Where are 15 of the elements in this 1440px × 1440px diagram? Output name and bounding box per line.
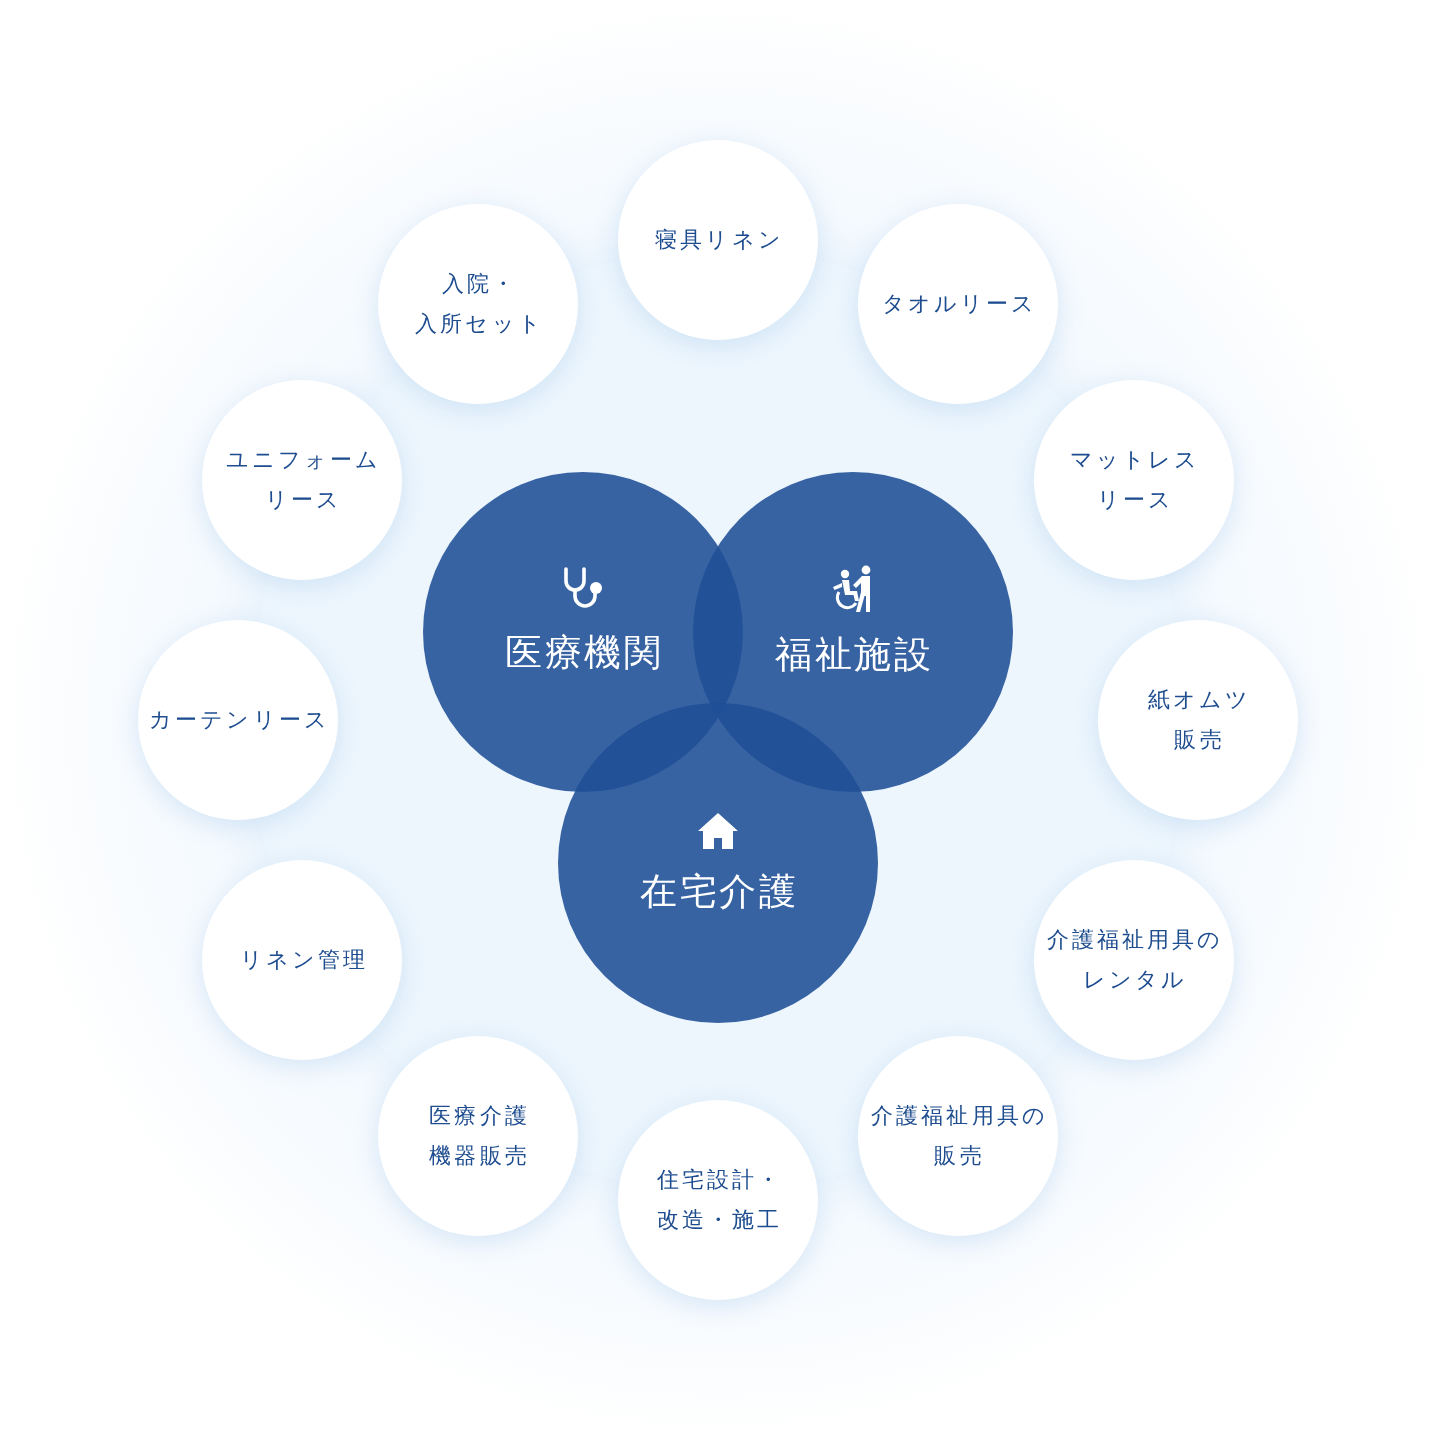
service-label: 入院・入所セット xyxy=(415,270,544,339)
service-label: カーテンリース xyxy=(149,706,330,734)
category-label: 在宅介護 xyxy=(640,870,799,914)
service-label: タオルリース xyxy=(881,290,1038,319)
category-label: 医療機関 xyxy=(505,631,664,675)
service-label: リネン管理 xyxy=(239,946,369,974)
category-label: 福祉施設 xyxy=(775,633,934,677)
service-label: 介護福祉用具の販売 xyxy=(871,1101,1048,1170)
service-label: 住宅設計・改造・施工 xyxy=(656,1166,783,1234)
service-label: ユニフォームリース xyxy=(226,446,382,514)
service-label: 介護福祉用具のレンタル xyxy=(1046,926,1224,994)
service-label: 紙オムツ販売 xyxy=(1147,686,1252,754)
service-label: 寝具リネン xyxy=(655,226,784,254)
service-label: マットレスリース xyxy=(1070,446,1201,514)
service-label: 医療介護機器販売 xyxy=(429,1101,530,1170)
